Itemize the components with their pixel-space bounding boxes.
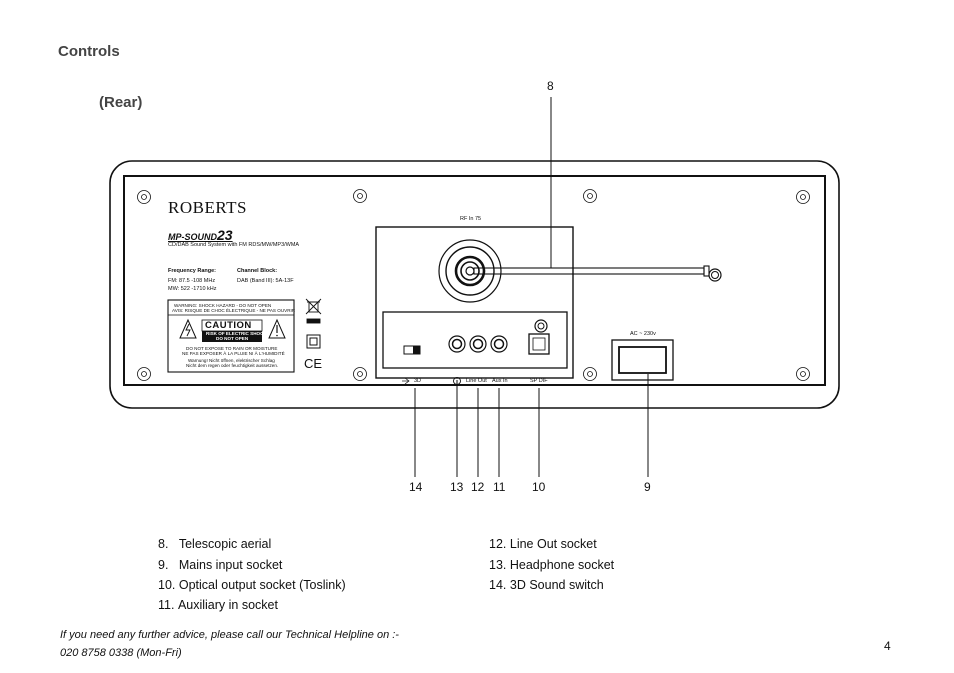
headphone-icon bbox=[453, 377, 461, 385]
legend-num: 10. bbox=[158, 578, 176, 592]
ac-label: AC ~ 230v bbox=[630, 331, 656, 337]
exclamation-warning-icon bbox=[268, 318, 286, 339]
screw-icon bbox=[796, 367, 810, 381]
optical-socket bbox=[528, 333, 550, 355]
legend-num: 13. bbox=[489, 558, 507, 572]
aerial-mount-outer bbox=[438, 239, 502, 303]
caution-sub-box bbox=[202, 331, 262, 342]
legend-item: 10. Optical output socket (Toslink) bbox=[158, 578, 346, 592]
warning-label-box bbox=[167, 299, 295, 373]
rf-in-label: RF In 75 bbox=[460, 216, 482, 222]
model-prefix: MP-SOUND bbox=[168, 232, 217, 242]
legend-item: 12. Line Out socket bbox=[489, 537, 597, 551]
callout-14: 14 bbox=[409, 480, 423, 494]
legend-item: 11. Auxiliary in socket bbox=[158, 598, 278, 612]
caution-sub-1: RISK OF ELECTRIC SHOCK bbox=[206, 331, 267, 336]
legend-text: 3D Sound switch bbox=[509, 578, 604, 592]
3d-symbol-icon bbox=[402, 377, 410, 385]
screw-icon bbox=[353, 367, 367, 381]
page-subtitle: (Rear) bbox=[99, 94, 143, 111]
ce-mark-icon: CE bbox=[304, 356, 323, 371]
callout-10: 10 bbox=[532, 480, 546, 494]
dab-range: DAB (Band III): 5A-13F bbox=[237, 278, 294, 284]
mains-input-socket bbox=[611, 339, 674, 381]
audio-sockets bbox=[448, 335, 508, 353]
german-line-2: Nicht dem regen oder feuchtigkeit ausset… bbox=[186, 363, 279, 368]
screw-icon bbox=[583, 367, 597, 381]
footer-phone-number: 020 8758 0338 (Mon-Fri) bbox=[60, 647, 182, 659]
legend-num: 9. bbox=[158, 558, 169, 572]
legend-num: 11. bbox=[158, 598, 175, 612]
legend-num: 8. bbox=[158, 537, 169, 551]
screws bbox=[137, 189, 810, 381]
legend-text: Mains input socket bbox=[178, 558, 283, 572]
aerial-tip bbox=[708, 268, 722, 282]
mw-range: MW: 522 -1710 kHz bbox=[168, 286, 217, 292]
legend-item: 8. Telescopic aerial bbox=[158, 537, 271, 551]
caution-title: CAUTION bbox=[205, 320, 252, 331]
legend-text: Optical output socket (Toslink) bbox=[178, 578, 346, 592]
cabinet-outline bbox=[109, 160, 840, 409]
callout-13: 13 bbox=[450, 480, 464, 494]
spdif-label: SP DIF bbox=[530, 378, 548, 384]
legend-item: 13. Headphone socket bbox=[489, 558, 614, 572]
legend-text: Headphone socket bbox=[509, 558, 615, 572]
legend-item: 9. Mains input socket bbox=[158, 558, 282, 572]
legend-item: 14. 3D Sound switch bbox=[489, 578, 604, 592]
lightning-warning-icon bbox=[179, 318, 197, 339]
double-insulation-icon bbox=[306, 334, 321, 349]
callout-12: 12 bbox=[471, 480, 485, 494]
rf-socket bbox=[534, 319, 548, 333]
german-line-1: Warnung! Nicht öffnen, elektrischer Schl… bbox=[188, 358, 275, 363]
callout-9: 9 bbox=[644, 480, 651, 494]
caution-sub-2: DO NOT OPEN bbox=[216, 336, 249, 341]
frequency-range-label: Frequency Range: bbox=[168, 268, 216, 274]
aux-in-socket bbox=[490, 335, 508, 353]
screw-icon bbox=[353, 189, 367, 203]
weee-bin-icon bbox=[305, 298, 322, 324]
warning-line-2: AVIS: RISQUE DE CHOC ÉLECTRIQUE - NE PAS… bbox=[172, 308, 296, 313]
legend-num: 14. bbox=[489, 578, 507, 592]
3d-label: 3D bbox=[414, 378, 422, 384]
screw-icon bbox=[583, 189, 597, 203]
model-number: 23 bbox=[217, 227, 233, 243]
model-name: MP-SOUND23 bbox=[168, 227, 233, 243]
warning-line-1: WARNING: SHOCK HAZARD - DO NOT OPEN bbox=[174, 303, 272, 308]
footer-helpline-text: If you need any further advice, please c… bbox=[60, 629, 399, 641]
callout-11: 11 bbox=[493, 480, 506, 494]
rain-line-1: DO NOT EXPOSE TO RAIN OR MOISTURE bbox=[186, 346, 278, 351]
screw-icon bbox=[137, 190, 151, 204]
screw-icon bbox=[137, 367, 151, 381]
aux-in-label: Aux In bbox=[492, 378, 508, 384]
legend-text: Auxiliary in socket bbox=[177, 598, 278, 612]
page-title: Controls bbox=[58, 43, 120, 60]
legend-text: Telescopic aerial bbox=[178, 537, 272, 551]
telescopic-aerial-rod bbox=[473, 267, 705, 275]
device-description: CD/DAB Sound System with FM RDS/MW/MP3/W… bbox=[168, 242, 300, 248]
brand-logo: ROBERTS bbox=[168, 198, 247, 217]
legend-num: 12. bbox=[489, 537, 507, 551]
line-out-socket bbox=[469, 335, 487, 353]
fm-range: FM: 87.5 -108 MHz bbox=[168, 278, 216, 284]
recessed-panel bbox=[375, 226, 574, 379]
rear-panel-frame bbox=[123, 175, 826, 386]
screw-icon bbox=[796, 190, 810, 204]
page-number: 4 bbox=[884, 639, 891, 653]
legend-text: Line Out socket bbox=[509, 537, 597, 551]
callout-lines bbox=[414, 97, 649, 477]
line-out-label: Line Out bbox=[466, 378, 487, 384]
callout-8: 8 bbox=[547, 79, 554, 93]
rain-line-2: NE PAS EXPOSER À LA PLUIE NI À L'HUMIDIT… bbox=[182, 351, 285, 356]
channel-block-label: Channel Block: bbox=[237, 268, 278, 274]
socket-panel bbox=[382, 311, 568, 369]
headphone-socket bbox=[448, 335, 466, 353]
